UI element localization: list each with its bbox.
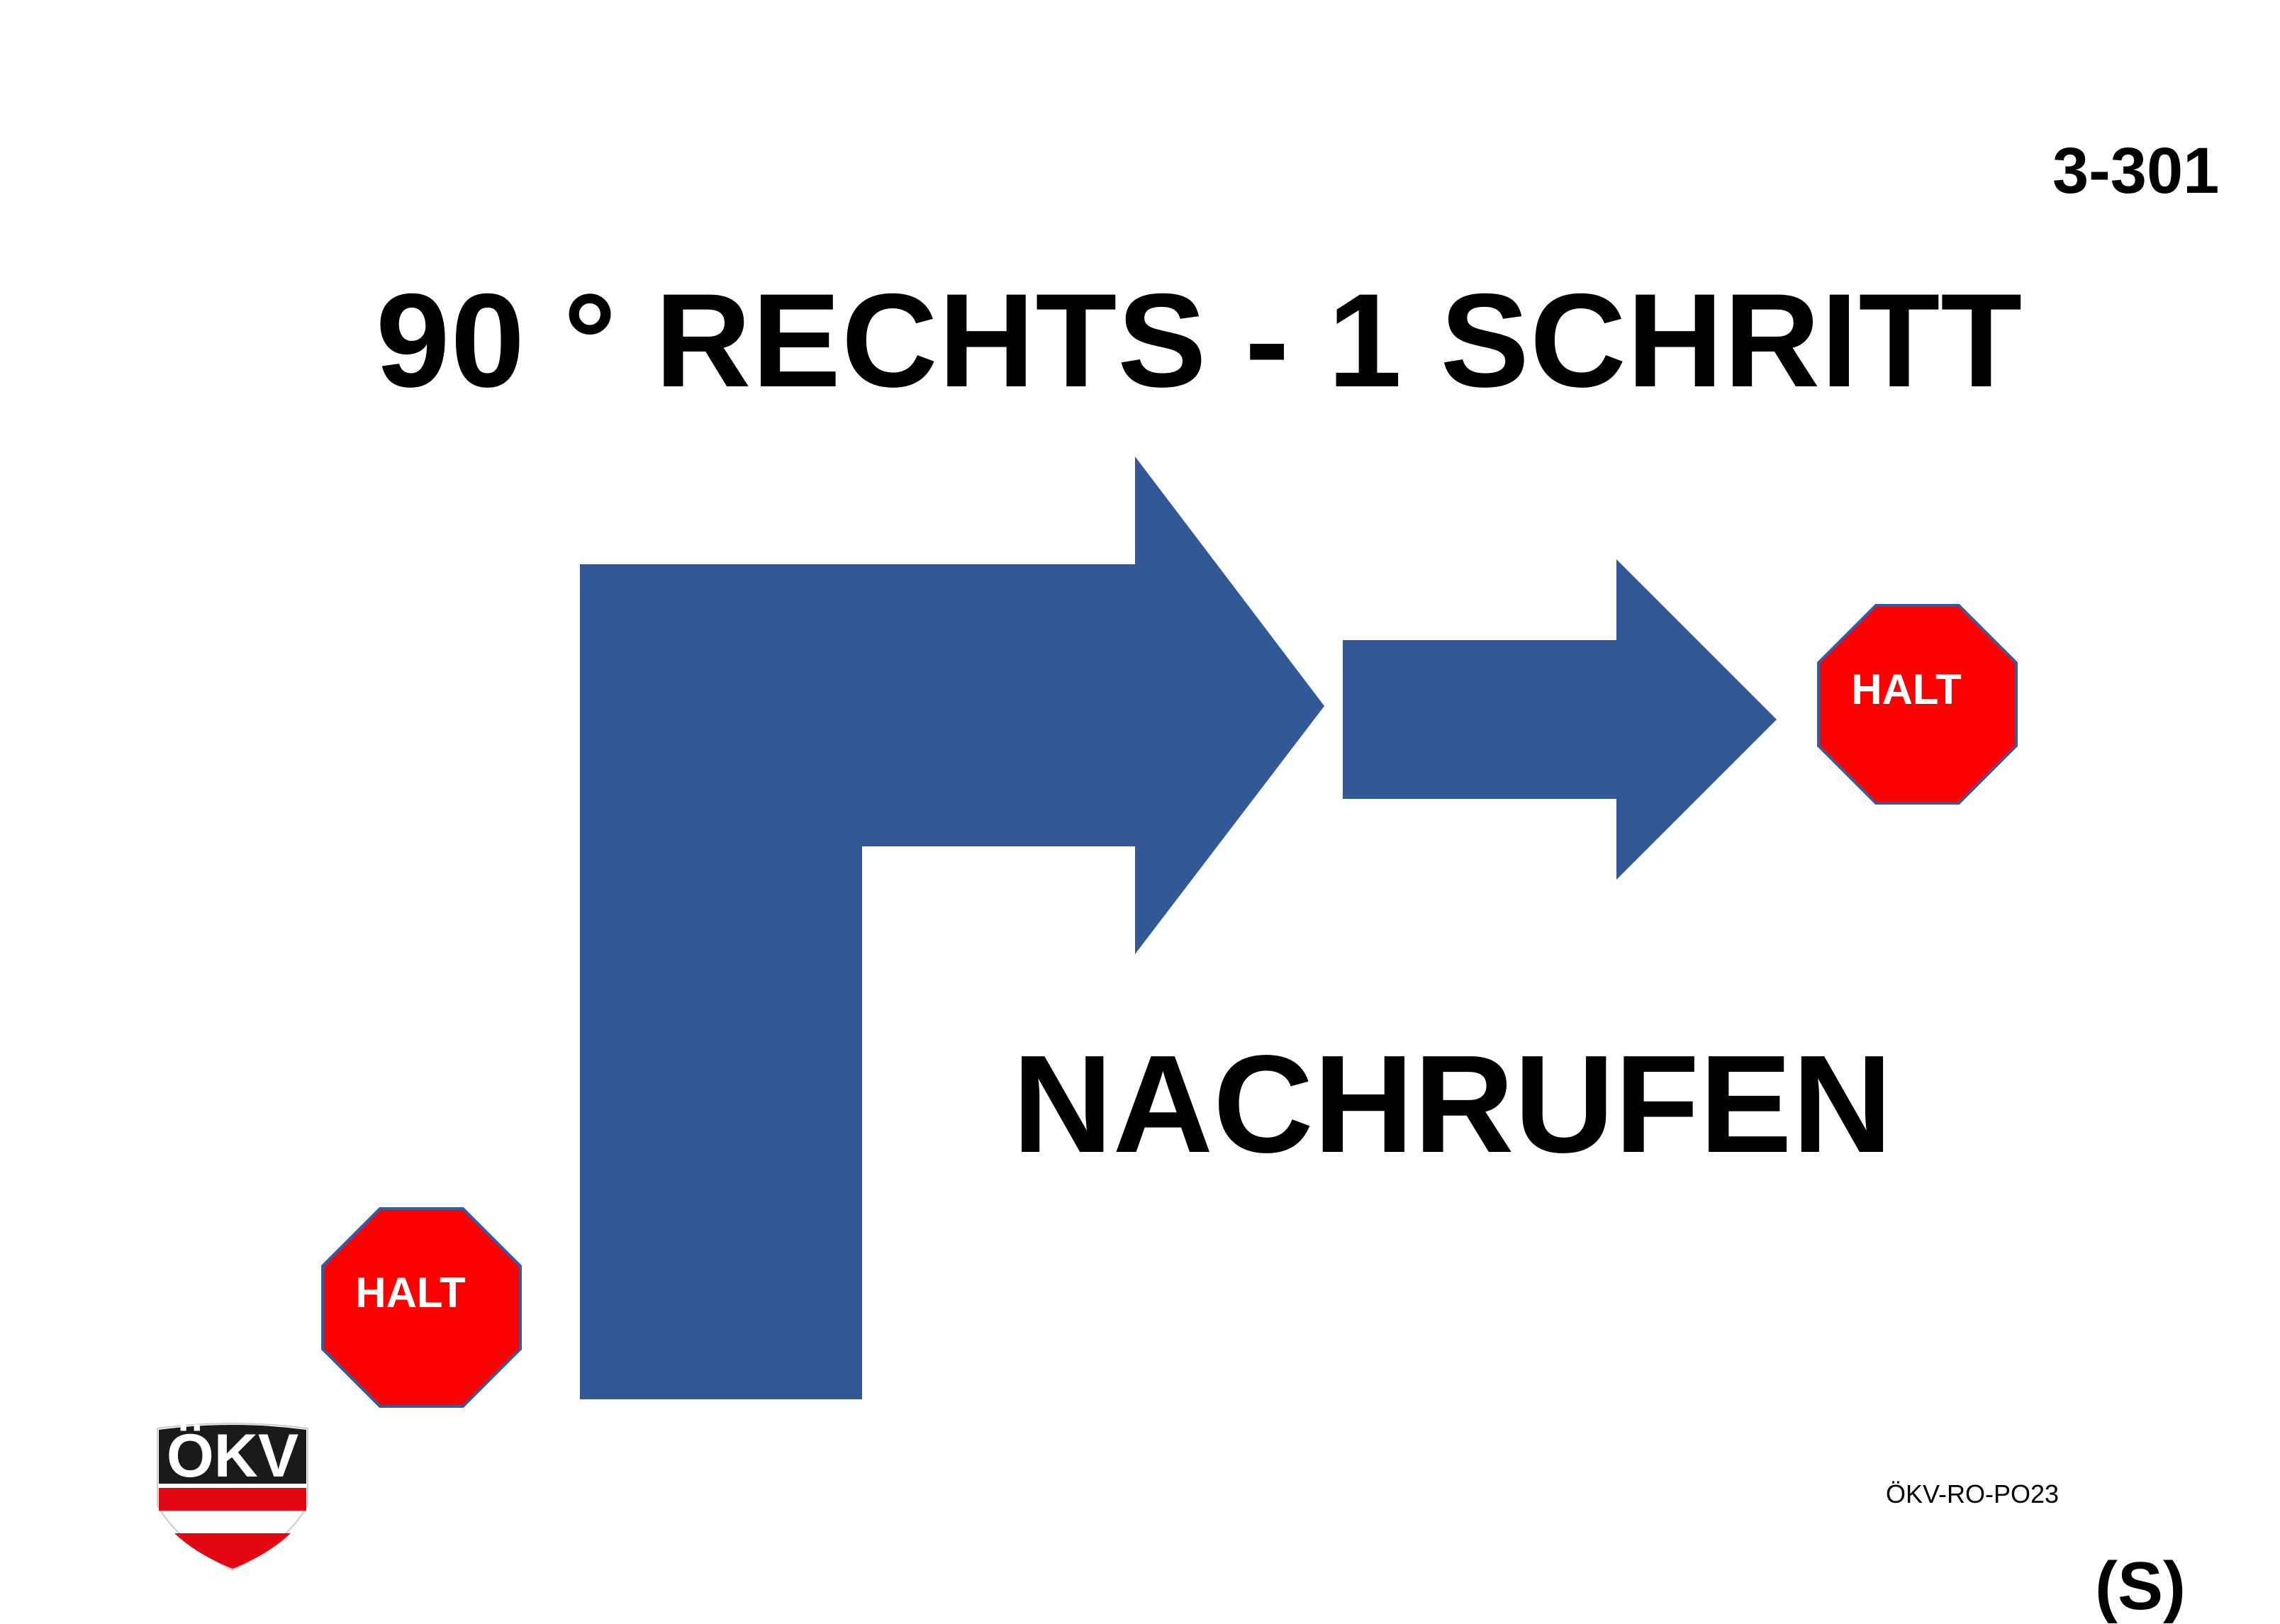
- category-label: (S): [2095, 1548, 2186, 1624]
- stop-sign-icon: [321, 1207, 522, 1408]
- instruction-text: NACHRUFEN: [1012, 1026, 1893, 1182]
- halt-sign-start: HALT: [321, 1207, 522, 1408]
- sign-title: 90 ° RECHTS - 1 SCHRITT: [376, 266, 2023, 415]
- stop-sign-icon: [1817, 604, 2018, 805]
- halt-sign-end: HALT: [1817, 604, 2018, 805]
- okv-shield-logo: ÖKV: [157, 1422, 308, 1572]
- step-arrow-shape: [1343, 559, 1777, 880]
- logo-text: ÖKV: [167, 1422, 298, 1490]
- document-code: ÖKV-RO-PO23: [1886, 1479, 2060, 1508]
- logo-red-band-2: [174, 1533, 291, 1569]
- sign-number: 3-301: [2052, 135, 2220, 207]
- halt-label: HALT: [1851, 666, 1962, 713]
- logo-top-band: [159, 1425, 306, 1484]
- turn-arrow-shape: [580, 457, 1324, 1399]
- halt-label: HALT: [355, 1269, 466, 1316]
- logo-red-band-1: [159, 1488, 306, 1511]
